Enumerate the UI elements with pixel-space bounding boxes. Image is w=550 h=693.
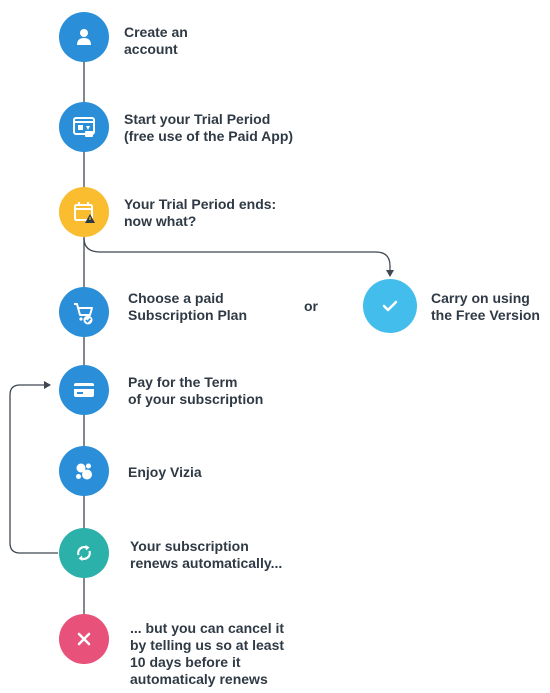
- renewal-loop-arrow: [9, 381, 58, 554]
- step-pay-term-node: [59, 365, 109, 415]
- calendar-alert-icon: [74, 202, 95, 223]
- refresh-icon: [77, 545, 91, 561]
- step-label-line: Your Trial Period ends:: [124, 196, 277, 212]
- step-trial-ends-node: [59, 187, 109, 237]
- step-choose-plan-label: Choose a paid Subscription Plan: [128, 290, 247, 324]
- step-cancel-label: ... but you can cancel it by telling us …: [130, 620, 284, 688]
- step-label-line: Subscription Plan: [128, 307, 248, 323]
- or-label: or: [304, 298, 318, 314]
- step-cancel-node: [59, 614, 109, 664]
- step-label-line: Create an: [124, 24, 188, 40]
- alt-label-line: Carry on using: [431, 290, 530, 306]
- checkmark-icon: [382, 300, 398, 312]
- step-start-trial-label: Start your Trial Period (free use of the…: [124, 111, 293, 145]
- step-label-line: ... but you can cancel it: [130, 620, 285, 636]
- step-enjoy-label: Enjoy Vizia: [128, 464, 202, 481]
- alt-label-line: the Free Version: [431, 307, 540, 323]
- step-label-line: renews automatically...: [130, 555, 283, 571]
- branch-arrow-free-version: [83, 237, 394, 277]
- step-label-line: (free use of the Paid App): [124, 128, 294, 144]
- step-pay-term-label: Pay for the Term of your subscription: [128, 374, 263, 408]
- step-label-line: Pay for the Term: [128, 374, 238, 390]
- step-enjoy-node: [59, 446, 109, 496]
- free-version-node: [363, 279, 417, 333]
- step-renew-label: Your subscription renews automatically..…: [130, 538, 282, 572]
- credit-card-icon: [74, 383, 94, 397]
- step-label-line: 10 days before it: [130, 654, 241, 670]
- step-renew-node: [59, 528, 109, 578]
- step-label-line: Your subscription: [130, 538, 249, 554]
- step-start-trial-node: [59, 102, 109, 152]
- cart-check-icon: [74, 303, 93, 325]
- step-create-account-node: [59, 12, 109, 62]
- bubbles-icon: [76, 463, 92, 480]
- step-create-account-label: Create an account: [124, 24, 188, 58]
- step-label-line: Start your Trial Period: [124, 111, 271, 127]
- step-label-line: Enjoy Vizia: [128, 464, 202, 480]
- step-label-line: account: [124, 41, 178, 57]
- step-label-line: of your subscription: [128, 391, 264, 407]
- step-choose-plan-node: [59, 287, 109, 337]
- user-icon: [77, 29, 91, 45]
- step-label-line: automaticaly renews: [130, 671, 268, 687]
- trial-window-icon: [73, 117, 95, 137]
- step-label-line: now what?: [124, 213, 197, 229]
- close-icon: [77, 632, 91, 646]
- step-label-line: by telling us so at least: [130, 637, 285, 653]
- step-label-line: Choose a paid: [128, 290, 224, 306]
- step-trial-ends-label: Your Trial Period ends: now what?: [124, 196, 276, 230]
- free-version-label: Carry on using the Free Version: [431, 290, 540, 324]
